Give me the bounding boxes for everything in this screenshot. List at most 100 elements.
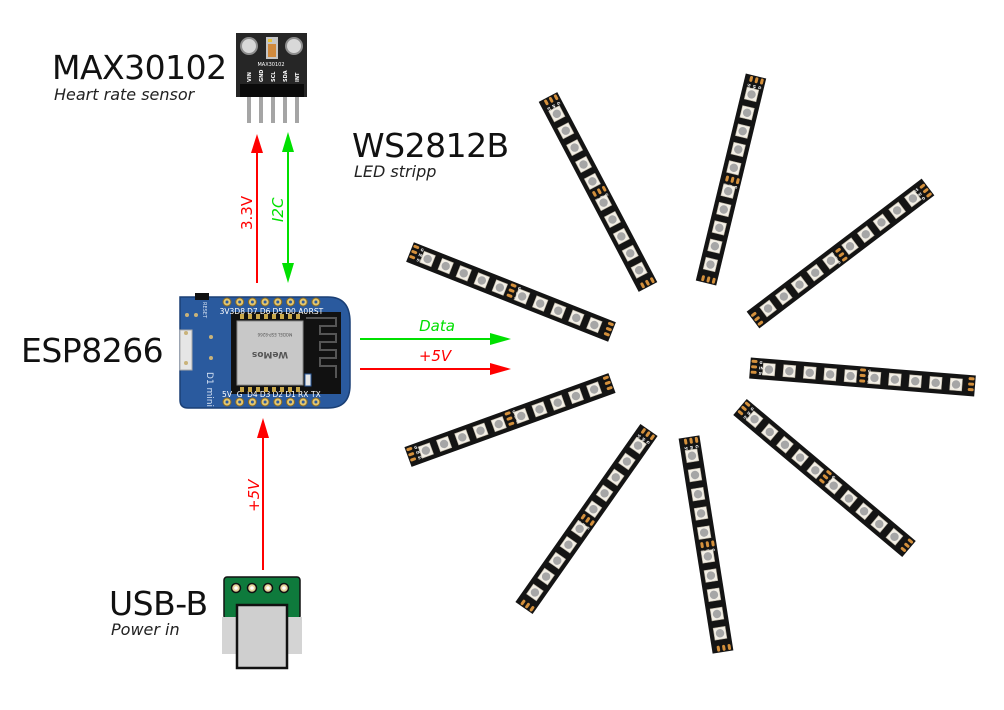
pad-label: G: [757, 86, 763, 90]
pad-label: 5V: [698, 282, 704, 289]
led: [557, 122, 575, 140]
led: [618, 452, 636, 471]
solder-pad: [603, 332, 610, 337]
led: [843, 369, 858, 383]
led-strip: GIN5VGIN5VGIN5V: [678, 435, 734, 660]
led-strip: GIN5VGIN5VGIN5V: [406, 242, 619, 342]
pad-label: 5V: [635, 433, 642, 440]
module-model: MODEL ESP-8266: [257, 332, 292, 337]
solder-pad: [730, 176, 735, 183]
label-led-5v: +5V: [419, 347, 453, 365]
led: [419, 250, 436, 268]
led-strip: GIN5VGIN5VGIN5V: [404, 373, 621, 467]
pad-label: G: [921, 196, 927, 202]
led: [595, 484, 614, 503]
pad-label: G: [614, 324, 619, 330]
strip-body: [538, 92, 658, 292]
led-strips: GIN5VGIN5VGIN5VGIN5VGIN5VGIN5VGIN5VGIN5V…: [404, 73, 981, 660]
led-strip: GIN5VGIN5VGIN5V: [749, 357, 981, 397]
sensor-pin-label: SDA: [283, 70, 289, 82]
pad-label: IN: [689, 445, 695, 450]
pad-label: IN: [640, 437, 647, 444]
solder-pad: [413, 244, 420, 250]
pad-label: G: [512, 409, 517, 415]
solder-pad: [725, 175, 729, 182]
label-i2c: I2C: [269, 197, 287, 222]
solder-pad: [650, 277, 655, 284]
solder-pad: [506, 416, 513, 421]
led: [437, 257, 454, 275]
mcu-title: ESP8266: [21, 331, 164, 370]
led: [526, 583, 544, 602]
led: [550, 302, 567, 319]
solder-pad: [751, 365, 758, 369]
solder-pad: [529, 606, 535, 612]
sensor-subtitle: Heart rate sensor: [54, 85, 195, 104]
usb-b-breakout: [222, 576, 302, 670]
led: [806, 461, 825, 480]
led: [570, 520, 589, 538]
strip-body: [749, 357, 976, 397]
pad-label: IN: [551, 103, 558, 109]
solder-pad: [819, 478, 825, 484]
pad-label: 5V: [514, 605, 521, 612]
led: [867, 371, 882, 385]
pad-label: 5V: [416, 257, 423, 264]
pad-label: IN: [722, 652, 728, 657]
led: [802, 365, 817, 380]
solder-pad: [716, 645, 721, 652]
led: [855, 502, 873, 521]
pad-label: IN: [612, 378, 618, 384]
esp-top-pin-label: A0: [298, 307, 308, 316]
led: [629, 436, 647, 455]
led: [782, 364, 797, 378]
pad-label: G: [517, 285, 522, 291]
pad-label: G: [711, 548, 716, 552]
pad-label: IN: [415, 449, 421, 455]
led: [621, 244, 639, 262]
solder-pad: [754, 316, 760, 322]
pad-label: G: [752, 324, 758, 330]
solder-pad: [706, 276, 711, 283]
solder-pad: [751, 311, 757, 317]
led: [711, 220, 727, 236]
pad-label: IN: [751, 84, 757, 90]
esp-bottom-pin-label: D2: [273, 390, 284, 399]
arrow-i2c: I2C: [269, 132, 294, 283]
led: [716, 201, 732, 218]
pad-label: 5V: [905, 551, 913, 558]
solder-pad: [751, 359, 758, 363]
solder-pad: [744, 401, 751, 407]
pad-label: IN: [418, 252, 424, 258]
solder-pad: [508, 288, 515, 293]
esp-top-pin-label: D7: [247, 307, 258, 316]
solder-pad: [926, 192, 932, 198]
pad-label: G: [912, 543, 918, 549]
led: [454, 429, 471, 446]
solder-pad: [904, 542, 910, 548]
solder-pad: [544, 99, 549, 106]
solder-pad: [510, 283, 517, 288]
solder-pad: [580, 513, 586, 520]
pad-label: G: [831, 474, 837, 480]
led: [532, 295, 549, 312]
solder-pad: [604, 380, 611, 385]
led: [743, 86, 760, 103]
led: [436, 435, 453, 452]
sensor-pin-label: SCL: [271, 71, 277, 82]
led: [567, 388, 584, 405]
strip-body: [695, 73, 767, 286]
led-strip: GIN5VGIN5VGIN5V: [733, 398, 918, 559]
solder-pad: [749, 75, 754, 82]
led: [586, 316, 603, 334]
solder-pad: [741, 405, 747, 411]
pad-label: G: [868, 368, 872, 373]
led: [908, 374, 923, 389]
led: [559, 535, 578, 554]
solder-pad: [506, 293, 513, 298]
micro-usb-port: [179, 329, 193, 371]
solder-pad: [508, 421, 515, 426]
led-strip: GIN5VGIN5VGIN5V: [695, 73, 767, 289]
pad-label: G: [733, 185, 739, 189]
led: [872, 213, 891, 232]
